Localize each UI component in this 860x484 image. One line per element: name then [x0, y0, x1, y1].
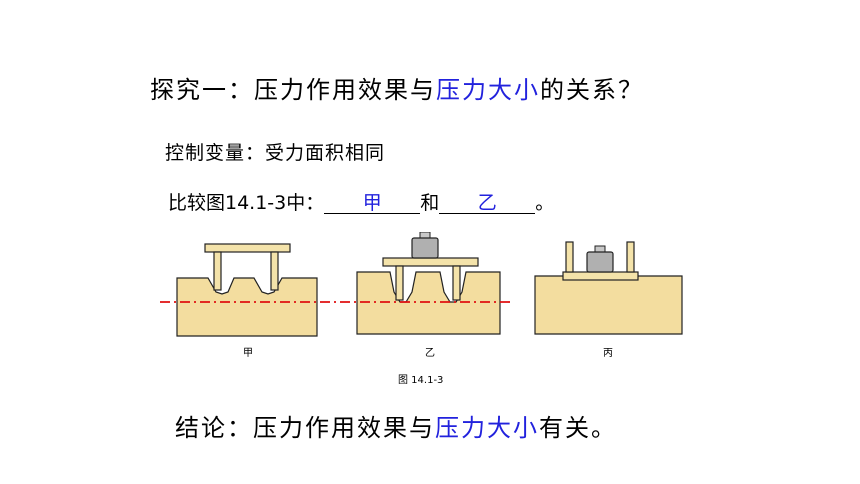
title-prefix: 探究一：压力作用效果与 — [150, 76, 436, 104]
table-c-top — [562, 271, 639, 281]
sponge-c-setup — [534, 241, 683, 335]
table-c-leg-right — [626, 241, 635, 273]
compare-suffix: 。 — [535, 192, 555, 214]
table-c-leg-left — [565, 241, 574, 273]
weight-c — [586, 245, 614, 273]
figure-caption: 图 14.1-3 — [398, 374, 443, 386]
table-a-top — [204, 243, 291, 253]
sponge-a-setup — [176, 243, 318, 337]
title-suffix: 的关系？ — [540, 76, 644, 104]
conclusion-text: 结论：压力作用效果与压力大小有关。 — [175, 408, 617, 443]
compare-sentence: 比较图14.1-3中：甲和乙。 — [168, 188, 554, 215]
conclusion-suffix: 有关。 — [539, 414, 617, 442]
weight-b — [411, 232, 439, 259]
compare-prefix: 比较图14.1-3中： — [168, 192, 325, 214]
table-b-leg-right — [452, 265, 461, 301]
table-a-leg-left — [213, 251, 222, 291]
answer-blank-1[interactable]: 甲 — [324, 193, 421, 214]
compare-mid: 和 — [420, 192, 440, 214]
answer-blank-2[interactable]: 乙 — [439, 193, 536, 214]
experiment-figure: 甲 乙 丙 图 14.1-3 — [160, 232, 683, 386]
table-b-top — [382, 257, 479, 267]
label-a: 甲 — [243, 348, 253, 359]
question-title: 探究一：压力作用效果与压力大小的关系？ — [150, 70, 644, 105]
sponge-b — [356, 271, 501, 335]
label-c: 丙 — [603, 348, 613, 359]
title-highlight: 压力大小 — [436, 76, 540, 104]
table-b-leg-left — [395, 265, 404, 301]
label-b: 乙 — [425, 347, 435, 359]
conclusion-prefix: 结论：压力作用效果与 — [175, 414, 435, 442]
sponge-c — [534, 275, 683, 335]
conclusion-highlight: 压力大小 — [435, 414, 539, 442]
table-a-leg-right — [270, 251, 279, 291]
sponge-b-setup — [356, 232, 501, 335]
control-variable-text: 控制变量：受力面积相同 — [165, 142, 386, 164]
sponge-a — [176, 277, 318, 337]
